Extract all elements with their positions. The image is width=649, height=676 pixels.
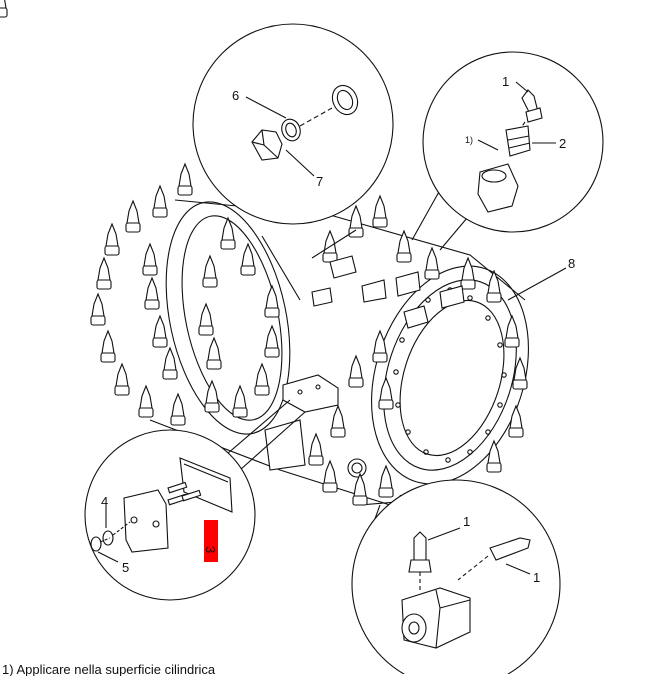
callout-3: 3 [203, 546, 218, 553]
callout-5: 5 [122, 560, 129, 575]
callout-7: 7 [316, 174, 323, 189]
callout-2: 2 [559, 136, 566, 151]
detail-circle-top-right [411, 51, 604, 251]
washer-part-4 [102, 530, 114, 546]
pick-horizontal-part-1 [489, 537, 531, 561]
drum-cutting-teeth [0, 0, 528, 506]
detail-circle-bottom-right [351, 479, 561, 674]
callout-1-sup: 1) [465, 135, 473, 145]
plate-part-3 [179, 457, 233, 513]
callout-8: 8 [568, 256, 575, 271]
highlight-part-3 [204, 520, 218, 562]
block [123, 489, 169, 553]
callout-1-bottom-b: 1 [533, 570, 540, 585]
callout-labels: 1 1) 2 6 7 8 4 5 3 1 1 [101, 74, 575, 585]
pick-upright-part-1 [413, 531, 427, 561]
footnote: 1) Applicare nella superficie cilindrica [2, 662, 216, 676]
callout-4: 4 [101, 494, 108, 509]
callout-1-bottom-a: 1 [463, 514, 470, 529]
callout-6: 6 [232, 88, 239, 103]
sleeve-part-2 [505, 125, 531, 157]
detail-circle-top [192, 23, 394, 301]
nut-part-5 [90, 536, 102, 552]
callout-1-top: 1 [502, 74, 509, 89]
detail-circle-bottom-left [84, 399, 306, 601]
